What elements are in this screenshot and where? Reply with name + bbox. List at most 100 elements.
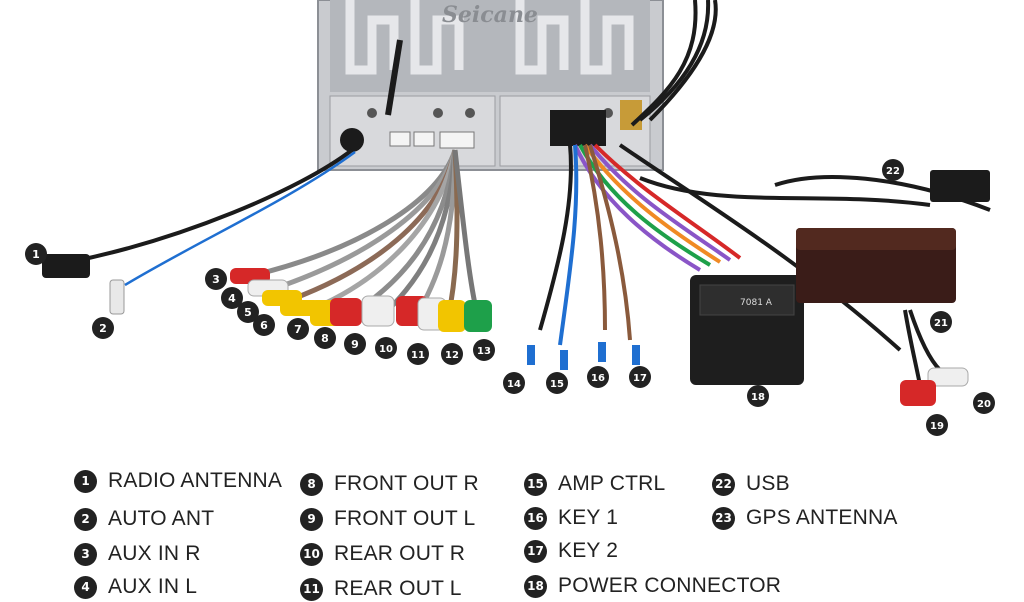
callout-1: 1 <box>25 243 47 265</box>
svg-text:5: 5 <box>244 306 252 319</box>
legend-label: AUTO ANT <box>108 507 215 530</box>
usb-cable <box>639 170 991 212</box>
legend-number: 2 <box>74 507 97 531</box>
legend-item: 23 GPS ANTENNA <box>712 505 898 531</box>
auto-ant-wire <box>109 150 356 315</box>
legend-number: 17 <box>524 539 547 563</box>
svg-text:21: 21 <box>934 318 948 329</box>
legend-item: 9 FRONT OUT L <box>300 506 475 532</box>
callout-8: 8 <box>314 327 336 349</box>
svg-text:20: 20 <box>977 399 991 410</box>
svg-text:2: 2 <box>99 322 107 335</box>
legend-label: POWER CONNECTOR <box>558 574 782 597</box>
legend-item: 18 POWER CONNECTOR <box>524 573 781 599</box>
legend-number: 10 <box>300 542 323 566</box>
power-harness-wires <box>538 143 902 352</box>
svg-text:7: 7 <box>294 323 302 336</box>
callout-6: 6 <box>253 314 275 336</box>
svg-text:1: 1 <box>32 248 40 261</box>
callout-20: 20 <box>973 392 995 414</box>
legend-label: FRONT OUT L <box>334 507 476 530</box>
svg-text:14: 14 <box>507 379 521 390</box>
callout-markers: 1 2 3 4 5 6 7 8 9 10 11 12 13 14 15 16 1… <box>25 159 995 436</box>
wiring-diagram: Seicane <box>25 0 995 436</box>
callout-11: 11 <box>407 343 429 365</box>
heatsink-fins <box>345 0 634 75</box>
legend-label: RADIO ANTENNA <box>108 469 283 492</box>
svg-text:12: 12 <box>445 350 459 361</box>
legend-label: AUX IN L <box>108 575 198 598</box>
callout-4: 4 <box>221 287 243 309</box>
callout-10: 10 <box>375 337 397 359</box>
legend-number: 18 <box>524 574 547 598</box>
legend-number: 9 <box>300 507 323 531</box>
legend-item: 1 RADIO ANTENNA <box>74 468 282 494</box>
amp-box <box>796 228 969 406</box>
legend-item: 15 AMP CTRL <box>524 471 665 497</box>
svg-text:6: 6 <box>260 319 268 332</box>
gps-cable <box>630 0 718 127</box>
svg-text:9: 9 <box>351 338 359 351</box>
legend-number: 11 <box>300 577 323 601</box>
legend-item: 8 FRONT OUT R <box>300 471 479 497</box>
legend-item: 4 AUX IN L <box>74 574 197 600</box>
callout-13: 13 <box>473 339 495 361</box>
legend-item: 22 USB <box>712 471 790 497</box>
legend-item: 16 KEY 1 <box>524 505 618 531</box>
svg-text:10: 10 <box>379 344 393 355</box>
legend-number: 15 <box>524 472 547 496</box>
legend-label: REAR OUT L <box>334 577 462 600</box>
svg-text:17: 17 <box>633 373 647 384</box>
legend-number: 22 <box>712 472 735 496</box>
callout-22: 22 <box>882 159 904 181</box>
legend-number: 16 <box>524 506 547 530</box>
svg-text:8: 8 <box>321 332 329 345</box>
legend-item: 3 AUX IN R <box>74 541 201 567</box>
callout-16: 16 <box>587 366 609 388</box>
svg-text:19: 19 <box>930 421 944 432</box>
legend-number: 4 <box>74 575 97 599</box>
radio-antenna-cable <box>42 128 364 278</box>
legend: 1 RADIO ANTENNA 2 AUTO ANT 3 AUX IN R 4 … <box>0 460 1024 602</box>
svg-text:4: 4 <box>228 292 236 305</box>
callout-3: 3 <box>205 268 227 290</box>
legend-number: 1 <box>74 469 97 493</box>
svg-text:18: 18 <box>751 392 765 403</box>
legend-item: 11 REAR OUT L <box>300 576 462 602</box>
key-wire-tips <box>527 342 640 370</box>
callout-2: 2 <box>92 317 114 339</box>
legend-label: FRONT OUT R <box>334 472 479 495</box>
svg-text:22: 22 <box>886 166 900 177</box>
callout-17: 17 <box>629 366 651 388</box>
legend-label: GPS ANTENNA <box>746 506 898 529</box>
rca-plugs <box>230 268 492 332</box>
callout-18: 18 <box>747 385 769 407</box>
legend-number: 3 <box>74 542 97 566</box>
legend-item: 10 REAR OUT R <box>300 541 465 567</box>
legend-label: AUX IN R <box>108 542 201 565</box>
legend-label: AMP CTRL <box>558 472 666 495</box>
svg-text:13: 13 <box>477 346 491 357</box>
brand-logo: Seicane <box>442 2 538 28</box>
callout-7: 7 <box>287 318 309 340</box>
svg-text:15: 15 <box>550 379 564 390</box>
callout-14: 14 <box>503 372 525 394</box>
svg-text:16: 16 <box>591 373 605 384</box>
svg-text:11: 11 <box>411 350 425 361</box>
head-unit-chassis: Seicane <box>317 0 664 171</box>
connector-label: 7081 A <box>740 298 773 308</box>
callout-21: 21 <box>930 311 952 333</box>
legend-label: KEY 2 <box>558 539 619 562</box>
callout-15: 15 <box>546 372 568 394</box>
rca-harness <box>249 149 481 321</box>
callout-5: 5 <box>237 301 259 323</box>
legend-label: REAR OUT R <box>334 542 466 565</box>
legend-number: 23 <box>712 506 735 530</box>
callout-19: 19 <box>926 414 948 436</box>
legend-item: 17 KEY 2 <box>524 538 618 564</box>
legend-item: 2 AUTO ANT <box>74 506 214 532</box>
callout-9: 9 <box>344 333 366 355</box>
svg-text:3: 3 <box>212 273 220 286</box>
callout-12: 12 <box>441 343 463 365</box>
legend-label: KEY 1 <box>558 506 619 529</box>
